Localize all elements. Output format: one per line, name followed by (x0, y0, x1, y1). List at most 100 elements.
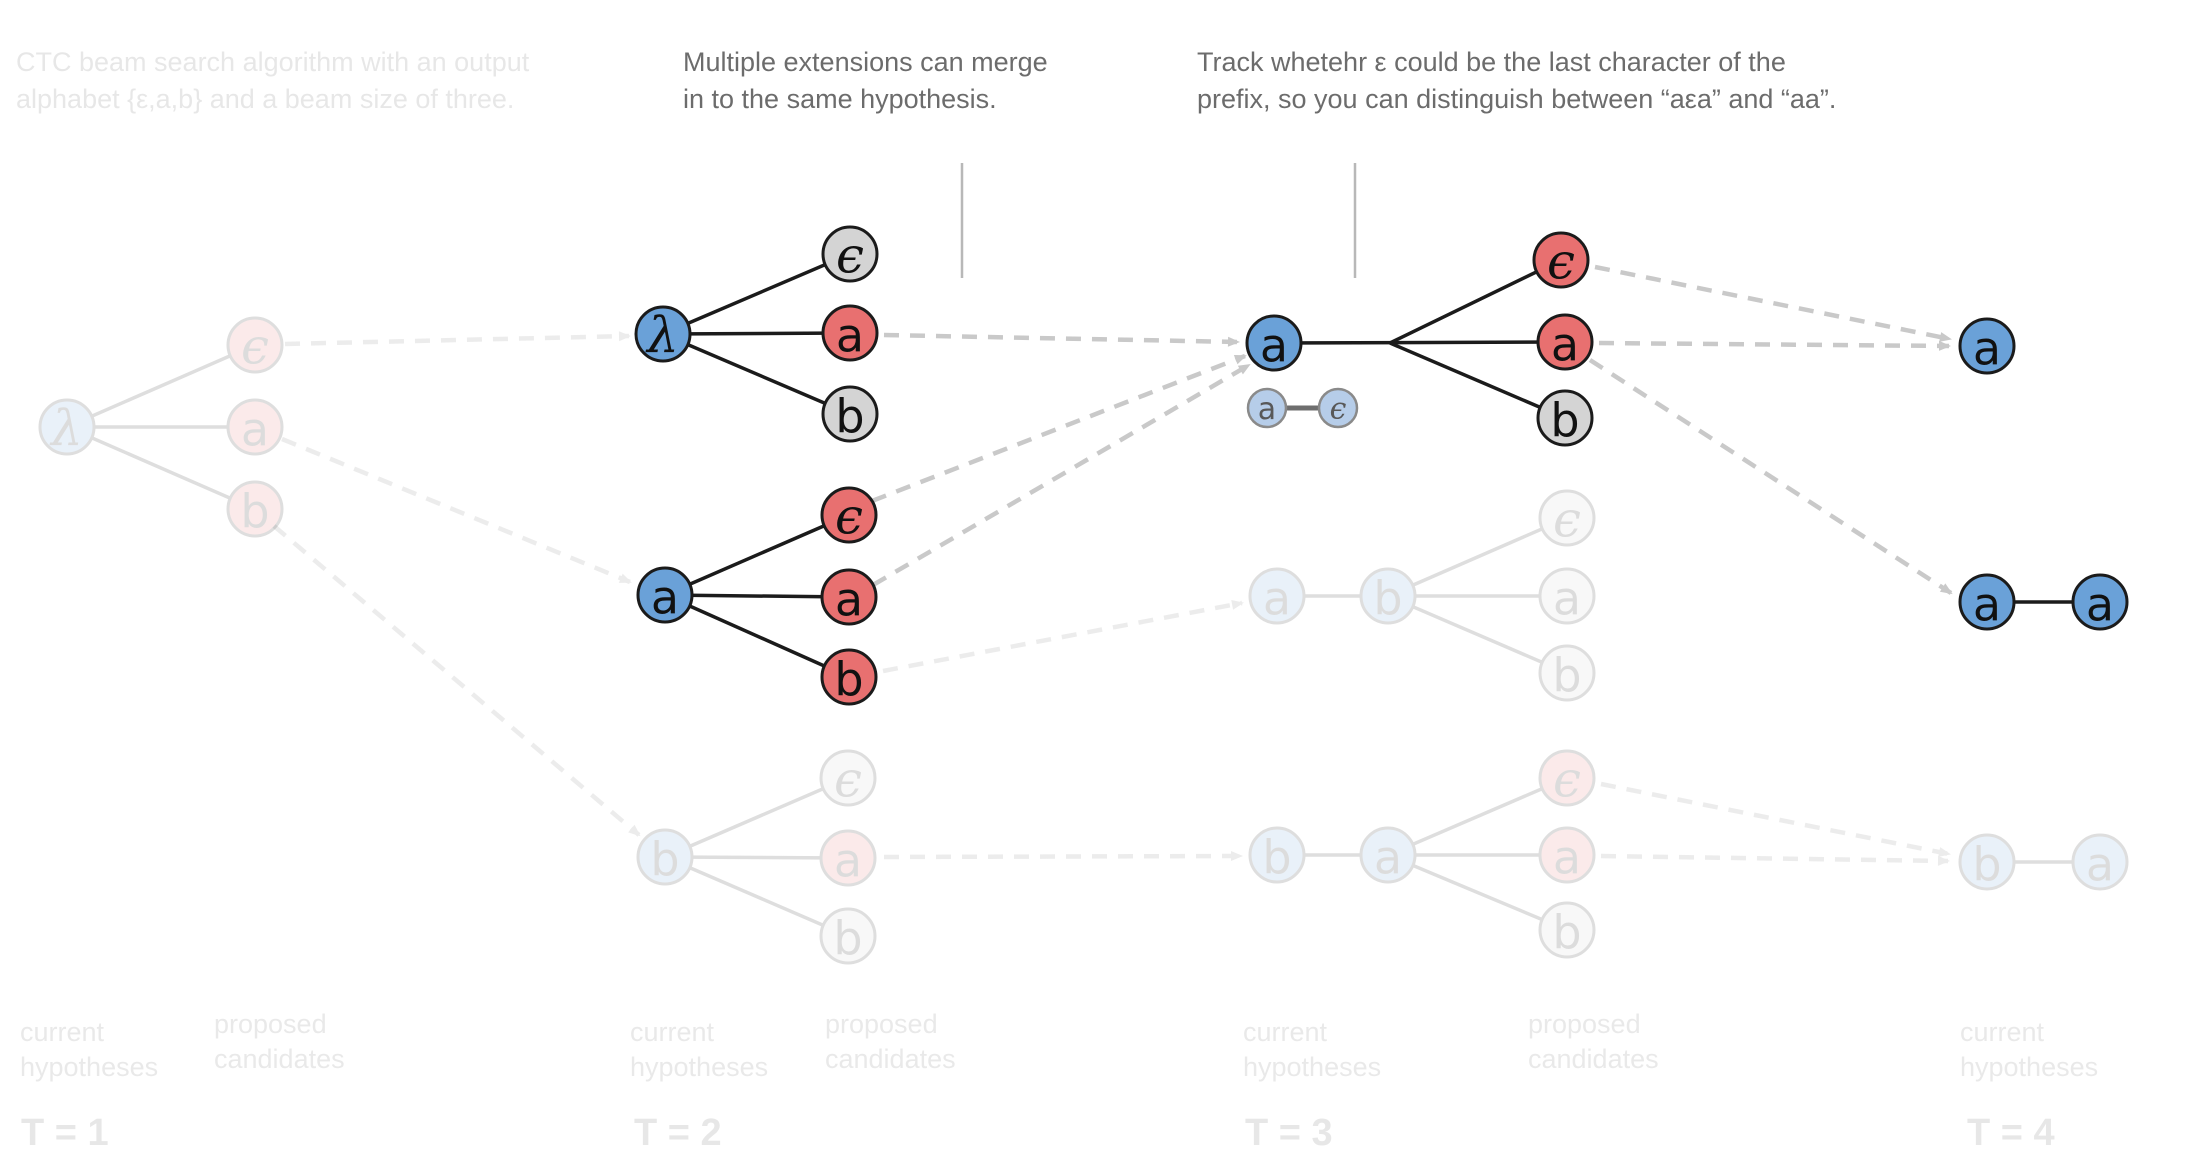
t3-ba-tree-node-b (1538, 901, 1596, 959)
t3-a-tree-edge (1389, 258, 1562, 345)
t2-a-tree-edge (664, 593, 850, 679)
t2-a-tree-node-label: b (834, 652, 863, 706)
dashed-link-t1-eps-to-t2-lambda (284, 331, 631, 347)
t3-a-tree-node-a (1245, 314, 1303, 372)
t3-a-tree-node-ϵ (1532, 231, 1590, 289)
t3-ba-tree-node-ϵ (1538, 749, 1596, 807)
t3-ab-tree-node-label: b (1373, 571, 1402, 625)
t2-b-tree-edge (664, 855, 849, 860)
t4-ba-pair-node-label: a (2086, 837, 2114, 891)
dashed-link-t2-aa-to-t3-a (871, 363, 1251, 587)
t1-tree-node-a (226, 398, 284, 456)
t3-ba-tree-node-label: b (1262, 830, 1291, 884)
label-time-t3: T = 3 (1245, 1112, 1333, 1154)
t2-lambda-tree-node-λ (634, 305, 692, 363)
t1-tree: λ ϵab (38, 316, 284, 538)
t1-tree-node-label: ϵ (241, 318, 269, 376)
t4-aa-pair-node-a (2071, 573, 2129, 631)
t2-a-tree-edge (664, 593, 850, 599)
t2-b-tree-node-label: b (650, 832, 679, 886)
t3-ab-tree-node-label: ϵ (1553, 491, 1581, 549)
t3-ba-tree-node-label: a (1374, 830, 1402, 884)
t2-lambda-tree-node-label: b (835, 389, 864, 443)
t4-aa-pair-node-a (1958, 573, 2016, 631)
label-time-t4: T = 4 (1967, 1112, 2055, 1154)
t1-tree-node-λ (38, 398, 96, 456)
t3-ab-tree-node-label: a (1263, 571, 1291, 625)
t3-a-tree-node-label: a (1260, 318, 1288, 372)
t4-a-node-node-a (1958, 317, 2016, 375)
t1-tree-node-label: a (241, 402, 269, 456)
t3-prefix-pair-node-label: ϵ (1330, 391, 1347, 426)
t3-ba-tree-node-b (1248, 826, 1306, 884)
label-current-hypotheses-t4: current hypotheses (1960, 1017, 2099, 1082)
t3-ab-tree-node-ϵ (1538, 489, 1596, 547)
caption-track: Track whetehr ε could be the last charac… (1197, 47, 1837, 114)
dashed-link-t3-ba-eps-to-t4-ba (1600, 781, 1951, 857)
t3-ab-tree-node-a (1248, 567, 1306, 625)
dashed-link-t3-a-to-t4-a (1598, 340, 1951, 351)
faded-links (272, 331, 1951, 866)
t2-b-tree-node-a (819, 829, 877, 887)
t1-tree-node-ϵ (226, 316, 284, 374)
t2-lambda-tree-edge (662, 331, 851, 336)
t2-a-tree-node-label: a (651, 570, 679, 624)
t2-b-tree-edge (664, 855, 849, 938)
caption-merge: Multiple extensions can merge in to the … (683, 47, 1048, 114)
t2-b-tree-node-label: b (833, 911, 862, 965)
t3-a-tree-edge (1273, 340, 1566, 345)
dashed-link-t3-ba-a-to-t4-ba (1600, 853, 1950, 866)
t3-ab-tree-node-b (1538, 644, 1596, 702)
label-current-hypotheses-t3: current hypotheses (1243, 1017, 1382, 1082)
t4-aa-pair-node-label: a (1973, 577, 2001, 631)
t2-b-tree-node-label: ϵ (834, 751, 862, 809)
t1-tree-edge (66, 343, 256, 429)
t2-a-tree-node-ϵ (820, 486, 878, 544)
dashed-link-t3-a-to-t4-aa (1588, 358, 1953, 595)
caption-intro: CTC beam search algorithm with an output… (16, 47, 530, 114)
t4-a-node: a (1958, 317, 2016, 375)
t3-a-tree-node-label: a (1551, 317, 1579, 371)
t1-tree-node-label: b (240, 484, 269, 538)
t2-lambda-tree-node-a (821, 304, 879, 362)
dashed-link-t1-b-to-t2-b (272, 524, 641, 837)
t3-a-tree-node-a (1536, 313, 1594, 371)
t3-a-tree-node-label: ϵ (1547, 233, 1575, 291)
t2-lambda-tree-node-label: ϵ (836, 227, 864, 285)
t1-tree-node-b (226, 480, 284, 538)
label-current-hypotheses-t2: current hypotheses (630, 1017, 769, 1082)
t2-a-tree-node-label: ϵ (835, 488, 863, 546)
label-proposed-candidates-t2: proposed candidates (825, 1009, 956, 1074)
dashed-link-t2-a-to-t3-a (883, 332, 1240, 347)
t2-lambda-tree-node-label: a (836, 308, 864, 362)
label-proposed-candidates-t3: proposed candidates (1528, 1009, 1659, 1074)
dashed-link-t1-a-to-t2-a (281, 436, 632, 585)
t3-ba-tree-node-a (1359, 826, 1417, 884)
t2-a-tree-node-b (820, 648, 878, 706)
t3-ba-tree-edge (1387, 776, 1568, 857)
t1-tree-node-label: λ (49, 400, 83, 458)
t3-ba-tree-node-label: b (1552, 905, 1581, 959)
t3-prefix-pair-node-label: a (1258, 392, 1276, 427)
t3-ab-tree-node-label: a (1553, 571, 1581, 625)
t3-ba-tree-node-label: ϵ (1553, 751, 1581, 809)
t3-ab-tree-edge (1387, 516, 1568, 598)
t2-b-tree-node-label: a (834, 833, 862, 887)
t3-ab-tree-node-a (1538, 567, 1596, 625)
t3-a-tree-node-label: b (1550, 393, 1579, 447)
t2-lambda-tree-edge (662, 252, 851, 336)
t4-aa-pair-node-label: a (2086, 577, 2114, 631)
t2-a-tree-node-a (820, 568, 878, 626)
t2-b-tree-edge (664, 776, 849, 859)
dashed-link-t2-aeps-to-t3-a (871, 353, 1247, 504)
t1-tree-edge (66, 425, 256, 511)
t3-ab-tree-edge (1387, 594, 1568, 675)
t4-a-node-node-label: a (1973, 321, 2001, 375)
t3-ba-tree-node-label: a (1553, 830, 1581, 884)
label-time-t2: T = 2 (634, 1112, 722, 1154)
